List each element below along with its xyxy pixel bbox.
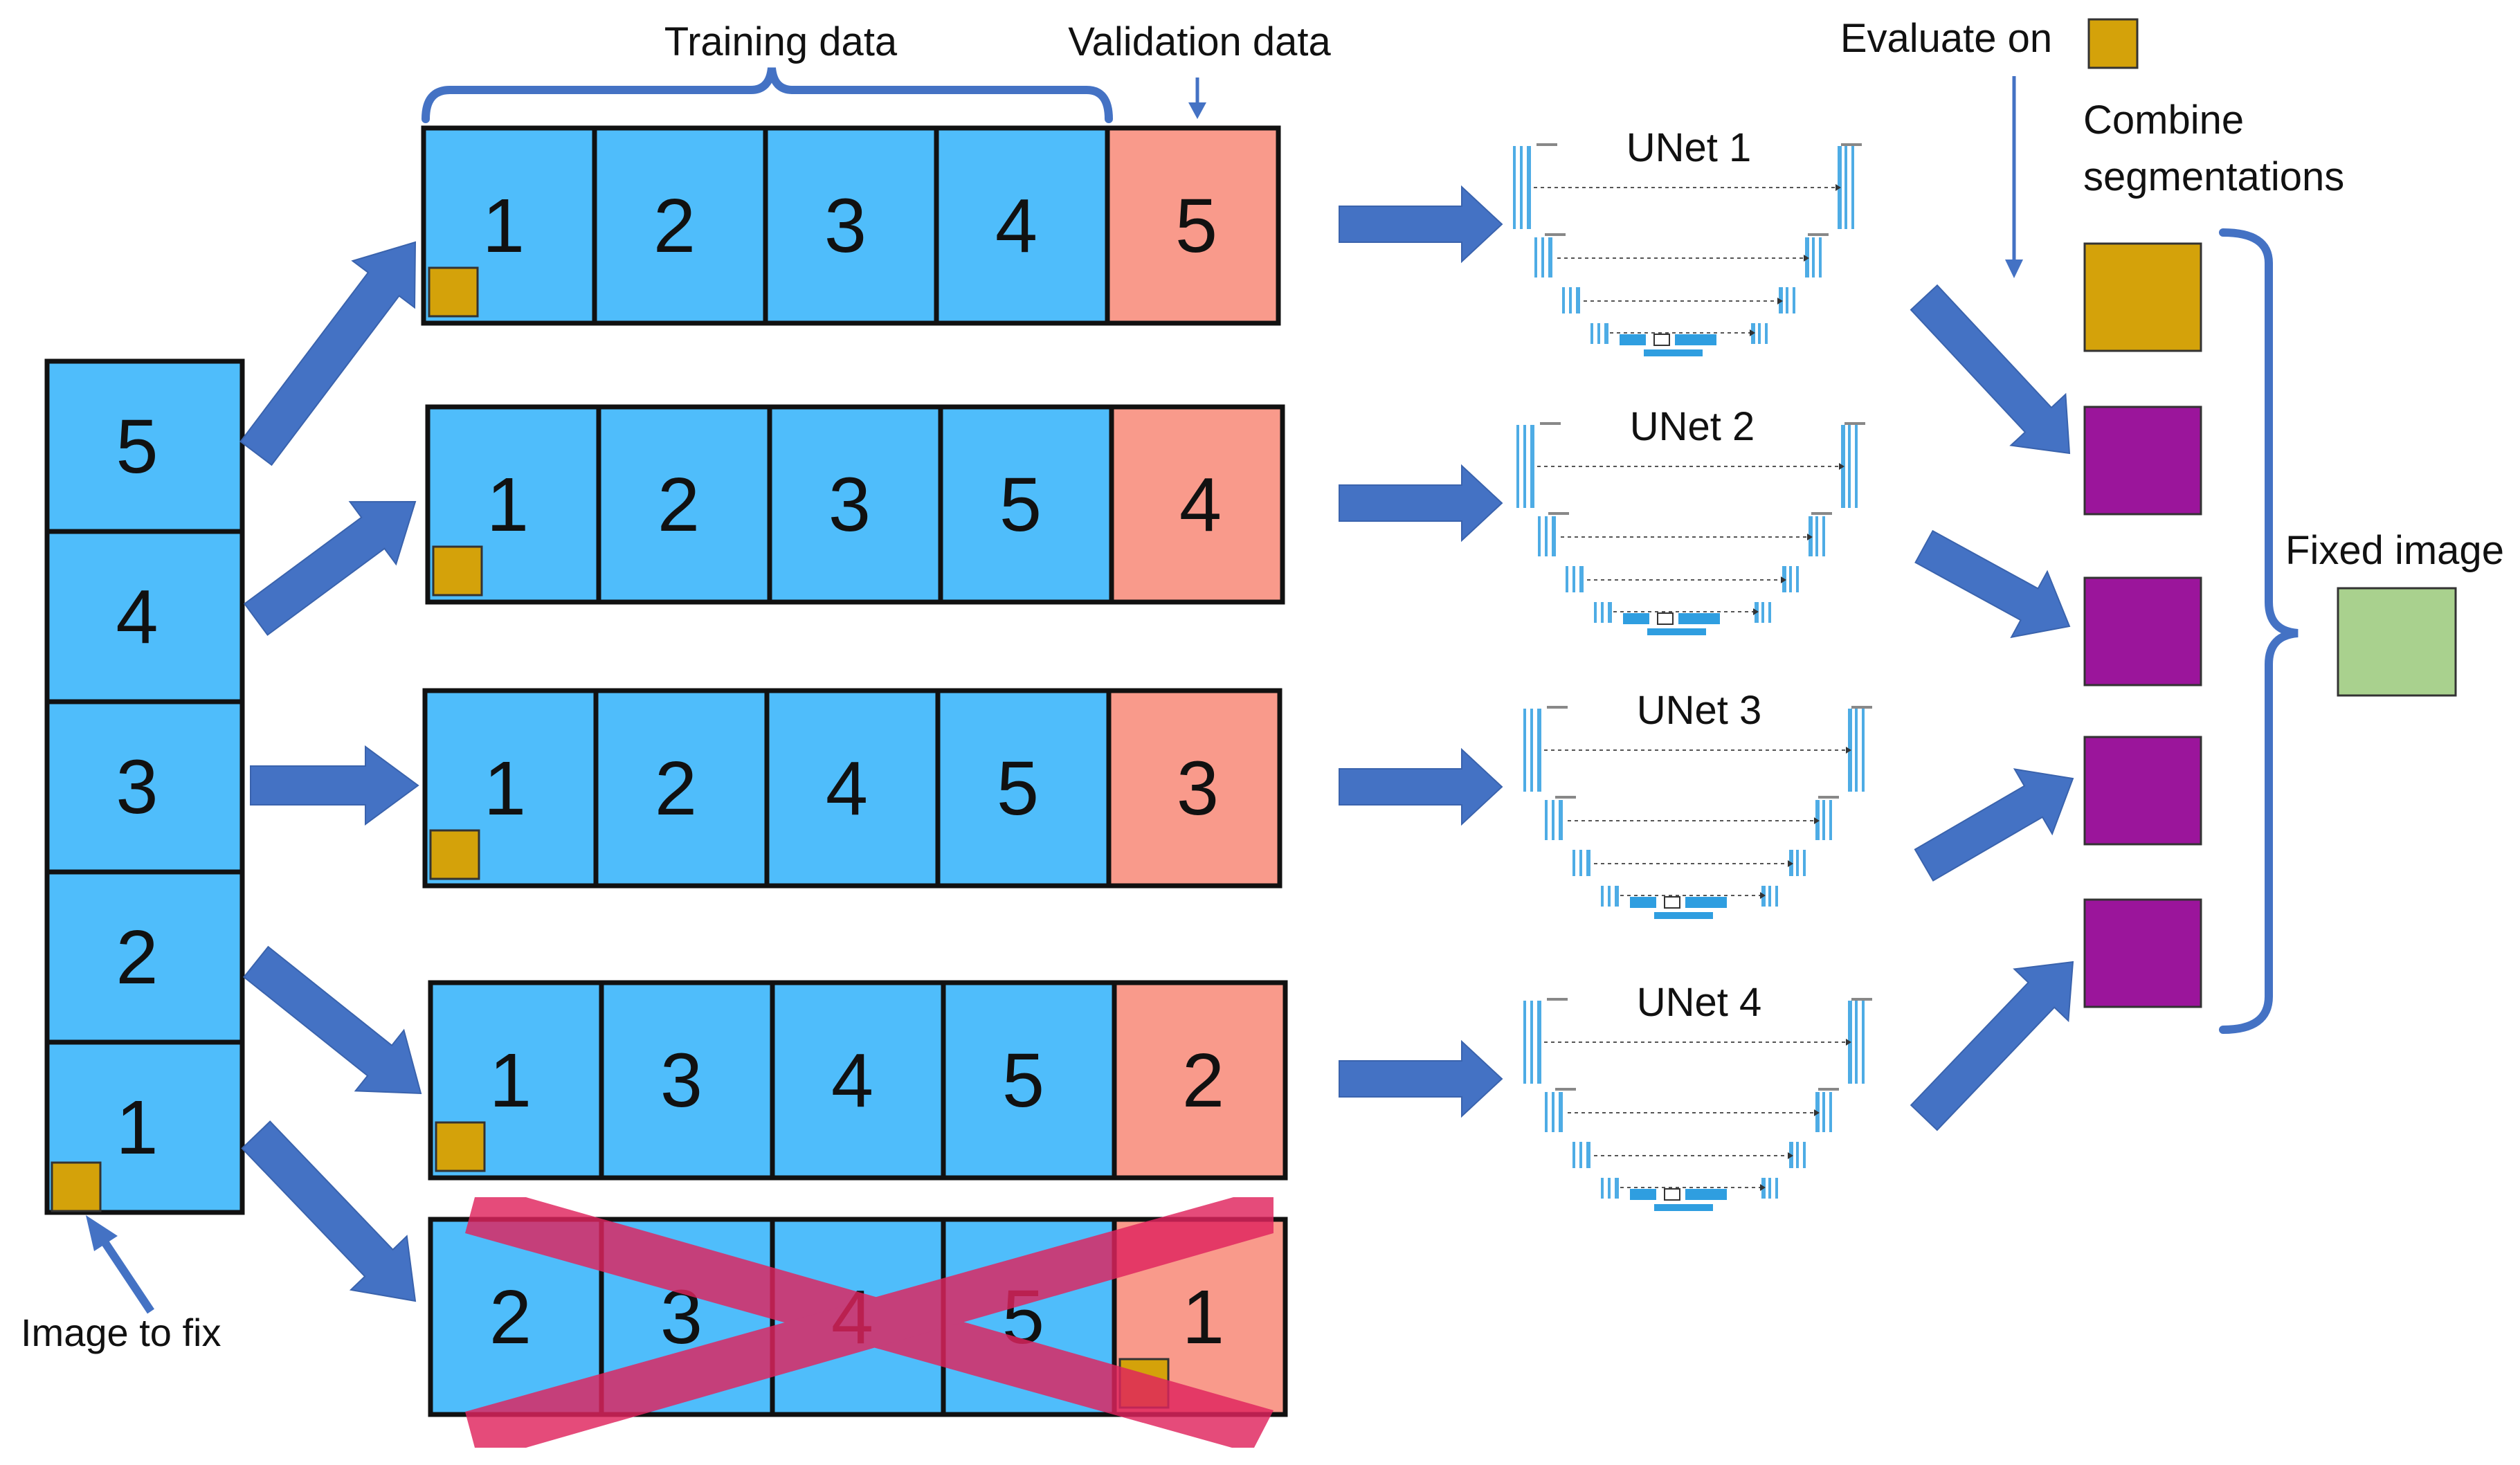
image-square xyxy=(432,545,483,597)
stack-cell: 4 xyxy=(44,529,245,704)
training-cell-number: 2 xyxy=(658,462,700,547)
unet-model-label: UNet 2 xyxy=(1630,404,1755,449)
stack-to-fold-arrow-icon xyxy=(250,745,419,826)
training-cell-number: 1 xyxy=(487,462,529,547)
training-cell-number: 4 xyxy=(995,183,1037,269)
training-cell-number: 5 xyxy=(997,746,1039,831)
validation-cell-number: 4 xyxy=(1179,462,1222,547)
stack-to-fold-arrow-icon xyxy=(241,1120,417,1302)
unet-to-segmentation-arrow-icon xyxy=(1910,284,2071,455)
row-to-unet-arrow-icon xyxy=(1339,185,1503,264)
unet-to-segmentation-arrow-icon xyxy=(1914,529,2071,639)
training-cell-number: 1 xyxy=(482,183,525,269)
image-to-fix-arrow-icon xyxy=(86,1215,154,1314)
training-cell-number: 2 xyxy=(489,1275,532,1360)
evaluate-arrow-icon xyxy=(2005,76,2023,278)
fold-rows: 1234512354124531345223451 xyxy=(239,125,1503,1417)
image-to-fix-square xyxy=(51,1161,102,1212)
image-square xyxy=(429,829,480,880)
combine-label-line1: Combine xyxy=(2083,98,2244,143)
validation-arrow-icon xyxy=(1188,78,1206,119)
curly-brace-icon xyxy=(421,67,1113,123)
stack-cell-number: 2 xyxy=(116,915,158,1000)
unet-model-label: UNet 3 xyxy=(1637,688,1762,733)
unet-architecture-icon: UNet 3 xyxy=(1523,688,1872,919)
training-cell-number: 4 xyxy=(826,746,868,831)
stack-cell: 5 xyxy=(44,358,245,534)
unet-architecture-icon: UNet 2 xyxy=(1516,404,1865,635)
training-cell-number: 4 xyxy=(831,1038,873,1123)
training-cell-number: 2 xyxy=(655,746,697,831)
training-cell xyxy=(767,404,943,605)
training-cell-number: 5 xyxy=(999,462,1042,547)
validation-cell xyxy=(1112,980,1288,1181)
training-cell xyxy=(934,125,1110,326)
segmentation-square xyxy=(2083,898,2202,1008)
validation-cell-number: 2 xyxy=(1182,1038,1224,1123)
fold-row: 1 2 3 4 5 xyxy=(421,125,1281,326)
segmentation-outputs xyxy=(1910,242,2202,1131)
training-data-label: Training data xyxy=(664,19,898,64)
image-square xyxy=(435,1121,486,1172)
segmentation-square xyxy=(2083,576,2202,686)
training-cell-number: 1 xyxy=(484,746,526,831)
row-to-unet-arrow-icon xyxy=(1339,747,1503,826)
image-stack: 5 4 3 2 1 xyxy=(44,358,245,1215)
training-cell xyxy=(599,980,775,1181)
training-cell-number: 3 xyxy=(660,1038,702,1123)
fold-row: 1 3 4 5 2 xyxy=(428,980,1288,1181)
training-cell-number: 3 xyxy=(828,462,871,547)
training-cell xyxy=(941,980,1117,1181)
segmentation-square xyxy=(2083,242,2202,352)
image-square xyxy=(428,266,479,318)
fixed-image-label: Fixed image xyxy=(2285,528,2504,573)
segmentation-square xyxy=(2083,406,2202,516)
training-cell-number: 1 xyxy=(489,1038,532,1123)
training-cell xyxy=(935,688,1112,889)
validation-cell-number: 5 xyxy=(1175,183,1217,269)
stack-cell-number: 5 xyxy=(116,404,158,489)
validation-cell-number: 1 xyxy=(1182,1275,1224,1360)
unet-model-label: UNet 4 xyxy=(1637,980,1762,1025)
validation-cell-number: 3 xyxy=(1177,746,1219,831)
evaluate-on-image-swatch xyxy=(2087,18,2139,69)
fold-row: 1 2 4 5 3 xyxy=(422,688,1282,889)
evaluate-on-label: Evaluate on xyxy=(1840,16,2052,61)
stack-to-fold-arrow-icon xyxy=(243,945,422,1095)
fold-row: 1 2 3 5 4 xyxy=(425,404,1285,605)
training-cell-number: 5 xyxy=(1002,1038,1044,1123)
training-cell-number: 3 xyxy=(824,183,867,269)
stack-to-fold-arrow-icon xyxy=(244,500,417,636)
unet-architecture-icon: UNet 4 xyxy=(1523,980,1872,1211)
validation-cell xyxy=(1109,404,1285,605)
training-cell xyxy=(938,404,1114,605)
cross-out-icon xyxy=(465,1197,1273,1448)
stack-cell-number: 4 xyxy=(116,574,158,659)
unet-models: UNet 1 UNet 2 UNet 3 UNet 4 xyxy=(1513,125,1872,1211)
unet-model-label: UNet 1 xyxy=(1626,125,1752,170)
combine-label-line2: segmentations xyxy=(2083,154,2344,199)
stack-cell-number: 1 xyxy=(116,1085,158,1170)
stack-cell: 2 xyxy=(44,869,245,1045)
image-to-fix-label: Image to fix xyxy=(21,1311,221,1354)
segmentation-square xyxy=(2083,736,2202,846)
stack-to-fold-arrow-icon xyxy=(239,241,417,466)
stack-cell: 3 xyxy=(44,699,245,875)
training-cell-number: 2 xyxy=(653,183,696,269)
validation-cell xyxy=(1105,125,1281,326)
training-cell xyxy=(596,404,772,605)
unet-architecture-icon: UNet 1 xyxy=(1513,125,1862,356)
unet-to-segmentation-arrow-icon xyxy=(1910,961,2074,1131)
row-to-unet-arrow-icon xyxy=(1339,464,1503,543)
training-cell xyxy=(764,688,941,889)
unet-to-segmentation-arrow-icon xyxy=(1914,768,2074,882)
validation-cell xyxy=(1106,688,1282,889)
stack-cell-number: 3 xyxy=(116,745,158,830)
validation-data-label: Validation data xyxy=(1068,19,1331,64)
row-to-unet-arrow-icon xyxy=(1339,1039,1503,1118)
combine-brace-icon xyxy=(2219,228,2299,1034)
fixed-image-swatch xyxy=(2337,587,2457,697)
